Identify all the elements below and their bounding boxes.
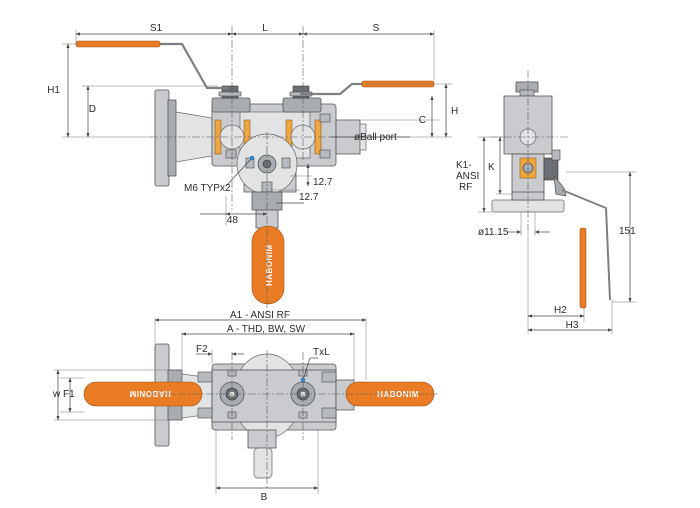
dim-f2: F2 — [196, 344, 208, 355]
brand-left-handle: HABONIM — [129, 389, 171, 398]
dim-k1-line2: ANSI — [456, 171, 479, 182]
dim-b: B — [261, 492, 268, 503]
dim-k: K — [488, 162, 495, 173]
dim-w: w — [52, 389, 61, 400]
side-handle-grip — [579, 227, 587, 309]
dim-l: L — [262, 23, 268, 34]
side-view: K1- ANSI RF K ø11.15 151 H2 H3 — [456, 70, 636, 334]
dim-a1: A1 - ANSI RF — [230, 310, 290, 321]
lower-oval-handle — [251, 225, 285, 305]
dim-d: D — [89, 104, 96, 115]
dim-12-7-b: 12.7 — [299, 192, 319, 203]
dim-ball-port: øBall port — [354, 132, 397, 143]
dim-h: H — [451, 106, 458, 117]
dim-48: 48 — [227, 215, 239, 226]
left-flange — [154, 89, 170, 187]
lever-handle-left — [160, 42, 228, 90]
dim-h3: H3 — [566, 320, 579, 331]
top-view: HABONIM HABONIM A1 - ANSI RF A - THD, BW… — [52, 310, 440, 503]
dim-151: 151 — [619, 226, 636, 237]
dim-a: A - THD, BW, SW — [227, 324, 306, 335]
dim-txl: TxL — [313, 347, 330, 358]
dim-h2: H2 — [554, 305, 567, 316]
dim-s1: S1 — [150, 23, 163, 34]
brand-lower-handle: HABONIM — [265, 244, 274, 286]
dim-m6-typ: M6 TYPx2 — [184, 183, 231, 194]
dim-hole-dia: ø11.15 — [478, 227, 509, 238]
dim-12-7-a: 12.7 — [313, 177, 333, 188]
dim-k1-line1: K1- — [456, 160, 472, 171]
dim-h1: H1 — [47, 85, 60, 96]
front-view: HABONIM S1 L S H1 D H C øBall port — [47, 23, 458, 314]
dim-s: S — [373, 23, 380, 34]
dim-f1: F1 — [63, 389, 75, 400]
brand-right-handle: HABONIM — [377, 390, 419, 399]
dim-k1-line3: RF — [459, 182, 472, 193]
lever-handle-right — [300, 82, 365, 96]
side-handle-rod — [561, 189, 611, 301]
dim-c: C — [419, 115, 426, 126]
